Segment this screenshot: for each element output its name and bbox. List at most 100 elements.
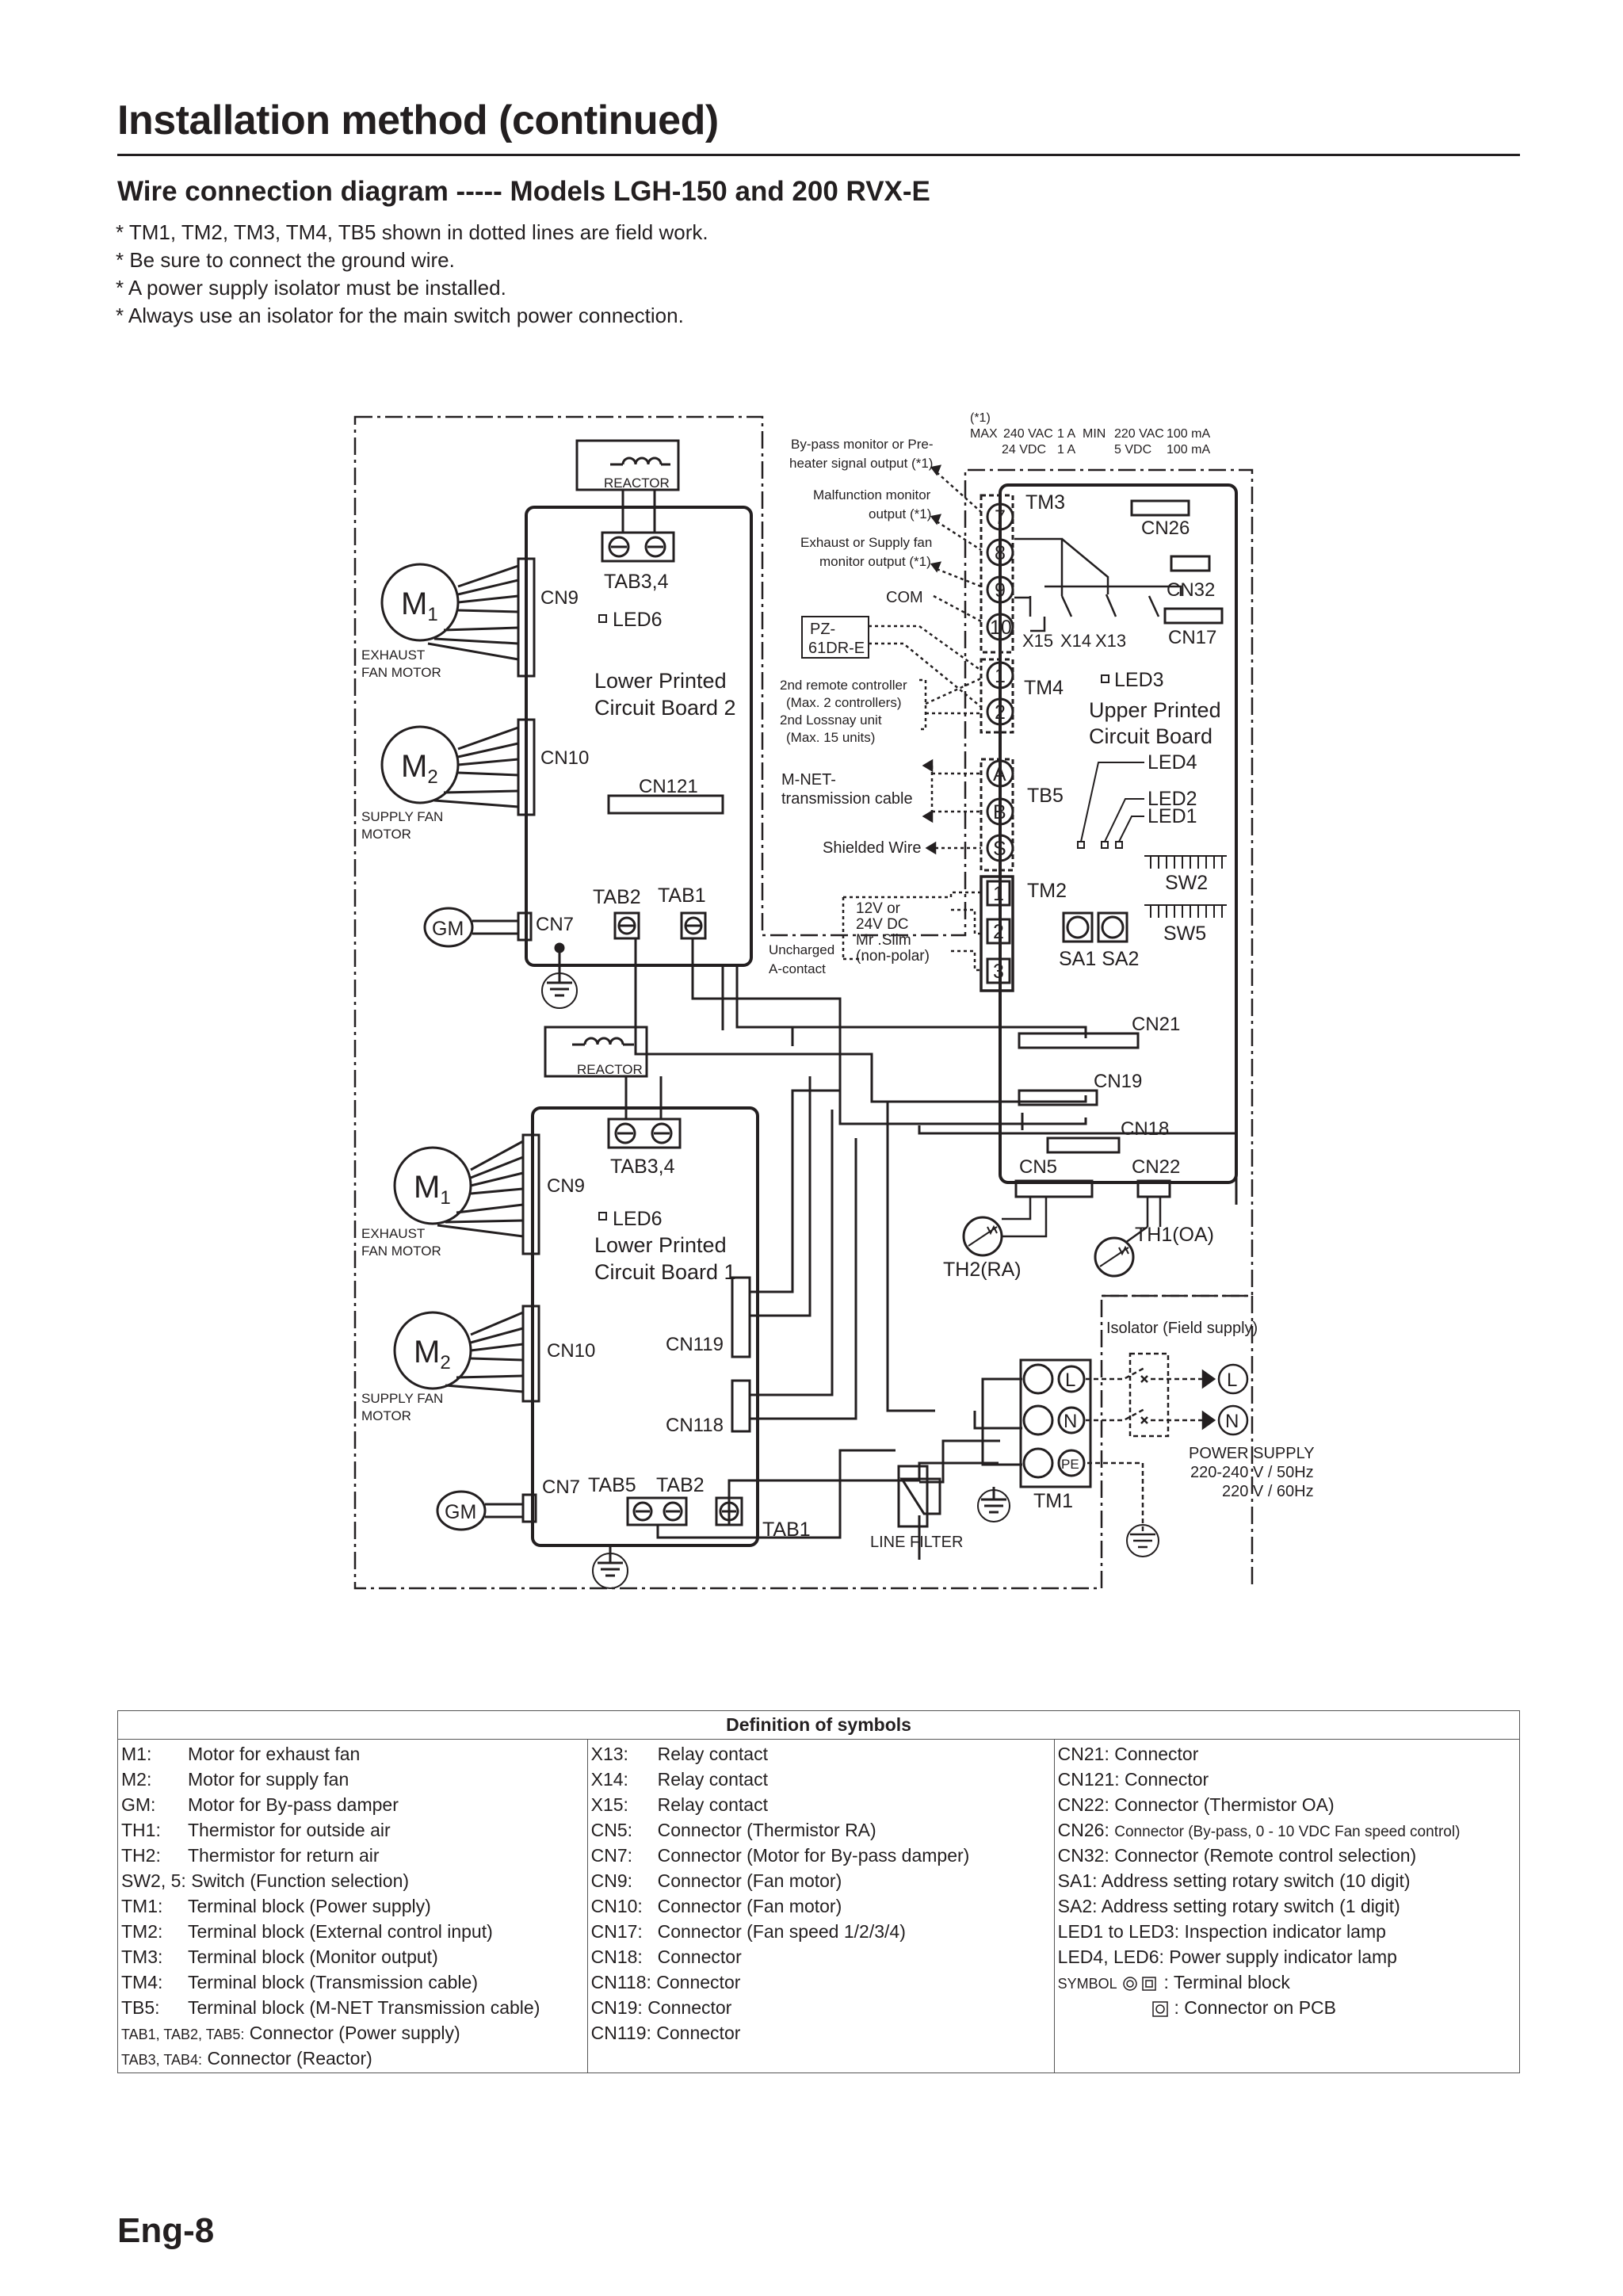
definition-row: CN9:Connector (Fan motor) [590,1870,842,1891]
led1-label: LED1 [1148,805,1197,827]
motor-m2-supply-top: M2 SUPPLY FAN MOTOR [361,725,519,842]
reactor-box [575,439,680,491]
cn21-label: CN21 [1132,1014,1180,1035]
th2-thermistor [962,1216,1003,1257]
malf-line1: Malfunction monitor [813,487,931,502]
term-tm4-1: 1 [995,665,1006,687]
definition-row: LED1 to LED3: Inspection indicator lamp [1057,1921,1386,1942]
bypass-line1: By-pass monitor or Pre- [791,437,934,452]
definition-row: CN121: Connector [1057,1769,1209,1790]
definition-row: CN18:Connector [590,1946,742,1967]
supply-n: N [1225,1411,1239,1432]
definition-row: CN32: Connector (Remote control selectio… [1057,1845,1417,1866]
rating-max-ac-a: 1 A [1057,427,1075,441]
lpcb1-line1: Lower Printed [594,1233,727,1257]
definition-row: CN10:Connector (Fan motor) [590,1896,842,1916]
motor-m2-supply-bottom: M2 SUPPLY FAN MOTOR [361,1311,524,1423]
exhaust-fan-motor-top-1: EXHAUST [361,648,425,663]
sa1sa2-label: SA1 SA2 [1059,948,1139,970]
cn9-label: CN9 [540,587,579,609]
remote-line4: (Max. 15 units) [786,730,875,745]
motor-m1-exhaust-bottom: M1 EXHAUST FAN MOTOR [361,1140,524,1259]
isolator-label: Isolator (Field supply) [1106,1320,1258,1337]
gm-motor-top: GM [423,907,578,1009]
malf-line2: output (*1) [869,506,931,521]
reactor-label-2: REACTOR [577,1062,643,1077]
m2-label-2: M2 [414,1335,451,1373]
cn32-label: CN32 [1167,579,1215,601]
led3-label: LED3 [1114,669,1164,691]
tm1-label: TM1 [1033,1490,1073,1512]
page-title: Installation method (continued) [117,97,719,143]
definition-row: TAB3, TAB4: Connector (Reactor) [121,2048,372,2069]
title-rule [117,154,1520,156]
pz-line2: 61DR-E [808,640,865,657]
gm-label-top: GM [432,918,464,940]
field-signal-labels: (*1) MAX 240 VAC 1 A MIN 220 VAC 100 mA … [769,411,1210,976]
rating-min-ac-a: 100 mA [1167,427,1210,441]
definition-row: M2:Motor for supply fan [121,1769,349,1790]
reactor-label: REACTOR [604,476,670,491]
terminal-column: 7 8 9 10 1 2 A B S 1 2 3 [980,494,1014,992]
supply-fan-motor-bottom-2: MOTOR [361,1408,411,1423]
m1-label: M1 [401,586,438,625]
ps-line3: 220 V / 60Hz [1222,1483,1314,1500]
definition-row: CN21: Connector [1057,1744,1199,1764]
led4-label: LED4 [1148,751,1197,774]
exhaust-fan-motor-bottom-2: FAN MOTOR [361,1244,441,1259]
term-tm2-2: 2 [993,921,1004,943]
definition-row: X13:Relay contact [590,1744,768,1764]
cn10-label-2: CN10 [547,1340,595,1362]
cn26-label: CN26 [1141,518,1190,539]
tab34-label-2: TAB3,4 [610,1156,675,1178]
led2-label: LED2 [1148,788,1197,810]
supply-fan-motor-top-1: SUPPLY FAN [361,809,443,824]
lower-pcb-1: REACTOR TAB3,4 LED6 Lower Printed Circui… [521,1026,811,1547]
definition-row: CN7:Connector (Motor for By-pass damper) [590,1845,970,1866]
remote-line2: (Max. 2 controllers) [786,695,901,710]
term-n: N [1064,1411,1077,1432]
tm1-power-terminal: L N PE TM1 [977,1358,1092,1522]
supply-fan-motor-bottom-1: SUPPLY FAN [361,1391,443,1406]
term-a: A [993,763,1006,785]
tab1-label: TAB1 [658,884,706,907]
bypass-line2: heater signal output (*1) [789,456,933,471]
cn119-label: CN119 [666,1334,724,1355]
rating-max-dc-a: 1 A [1057,443,1075,457]
upcb-line1: Upper Printed [1089,698,1221,722]
tm2-label: TM2 [1027,880,1067,902]
definition-row: CN119: Connector [590,2023,741,2043]
term-8: 8 [995,542,1006,564]
com-label: COM [886,589,923,606]
tm4-label: TM4 [1024,677,1064,699]
tab2-label-2: TAB2 [656,1474,705,1496]
term-l: L [1065,1370,1075,1391]
wire-connection-diagram: REACTOR TAB3,4 LED6 Lower Printed Circui… [353,411,1315,1590]
sw2-label: SW2 [1165,872,1208,894]
cn5-label: CN5 [1019,1156,1057,1178]
gm-motor-bottom: GM [436,1490,628,1589]
definition-row: : Connector on PCB [1058,1995,1516,2020]
definition-row: X14:Relay contact [590,1769,768,1790]
page-number: Eng-8 [117,2211,215,2250]
isolator-boundary [1102,1294,1254,1588]
cn7-label: CN7 [536,914,574,935]
definition-row: CN19: Connector [590,1997,732,2018]
rating-min-dc: 5 VDC [1114,443,1151,457]
definition-row: TM2:Terminal block (External control inp… [121,1921,493,1942]
note-item: * Always use an isolator for the main sw… [116,304,684,327]
definition-row: M1:Motor for exhaust fan [121,1744,361,1764]
definition-row: TB5:Terminal block (M-NET Transmission c… [121,1997,540,2018]
notes-list: * TM1, TM2, TM3, TM4, TB5 shown in dotte… [116,219,708,330]
th1-thermistor [1094,1236,1135,1278]
definition-row: SYMBOL : Terminal block [1057,1972,1290,1992]
term-pe: PE [1061,1457,1079,1472]
definition-row: CN26: Connector (By-pass, 0 - 10 VDC Fan… [1057,1820,1461,1840]
cn10-label: CN10 [540,747,589,769]
term-s: S [993,838,1006,860]
note-item: * TM1, TM2, TM3, TM4, TB5 shown in dotte… [116,220,708,244]
unch-line1: Uncharged [769,942,834,957]
symbol-definitions-table: Definition of symbols M1:Motor for exhau… [117,1710,1521,2073]
definitions-column-2: X13:Relay contact X14:Relay contact X15:… [586,1739,1055,2073]
definition-row: TAB1, TAB2, TAB5: Connector (Power suppl… [121,2023,460,2043]
